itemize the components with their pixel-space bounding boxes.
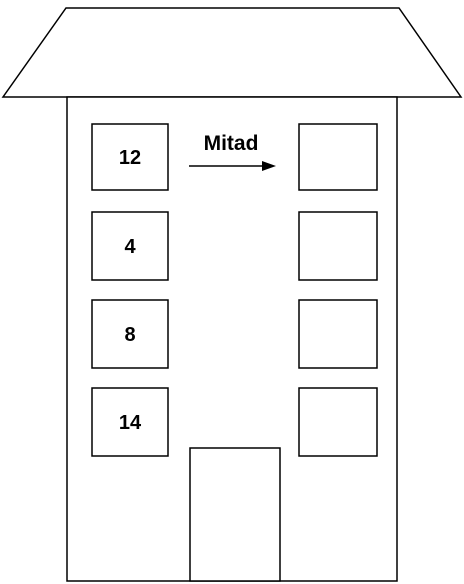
operation-label: Mitad — [204, 132, 259, 155]
left-window-2-value: 4 — [124, 236, 136, 258]
right-window-2 — [299, 212, 377, 280]
roof — [3, 8, 461, 97]
left-window-3-value: 8 — [124, 324, 135, 346]
left-window-4-value: 14 — [119, 412, 142, 434]
door — [190, 448, 280, 581]
right-window-4 — [299, 388, 377, 456]
right-window-1 — [299, 124, 377, 190]
right-window-3 — [299, 300, 377, 368]
left-window-1-value: 12 — [119, 147, 141, 169]
